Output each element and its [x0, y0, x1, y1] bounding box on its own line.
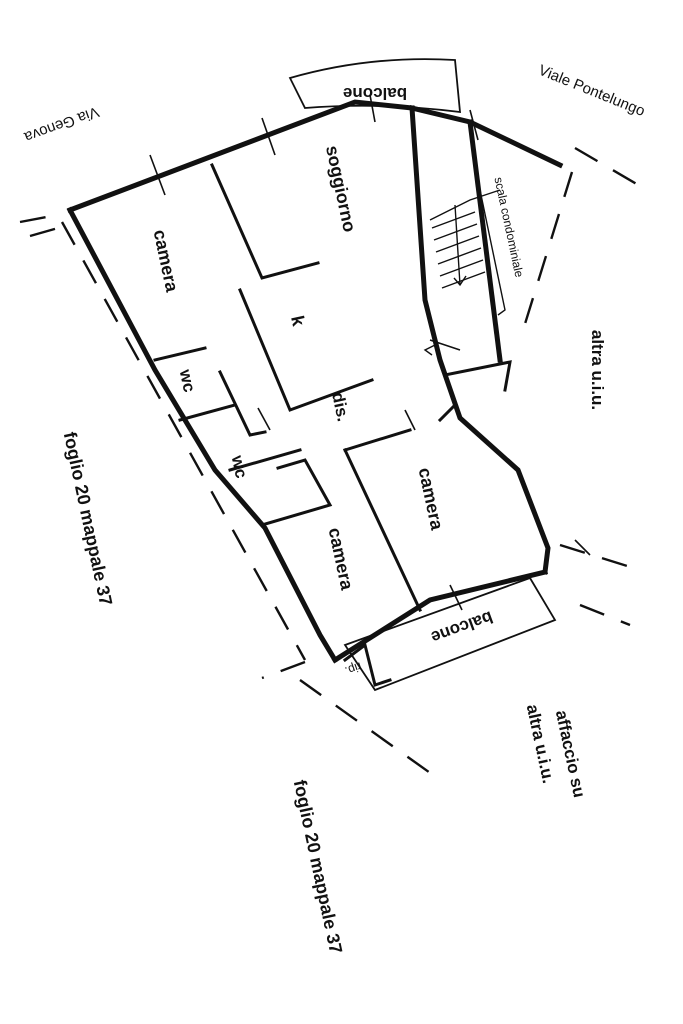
label-k: k — [287, 314, 309, 329]
label-viale-pontelungo: Viale Pontelungo — [536, 62, 647, 120]
property-boundary-lines — [19, 146, 641, 781]
label-camera-middle: camera — [325, 526, 358, 593]
label-affaccio-su: affaccio su — [552, 708, 589, 799]
label-balcone-top: balcone — [343, 84, 407, 103]
openings — [149, 94, 591, 611]
scala-condominiale-steps — [423, 189, 506, 356]
label-dis: dis. — [328, 391, 353, 424]
exterior-walls — [66, 99, 564, 664]
label-scala-condominiale: scala condominiale — [491, 176, 526, 279]
balcone-bottom-outline — [343, 576, 557, 692]
label-camera-top-left: camera — [150, 228, 183, 295]
label-via-genova: Via Genova — [21, 103, 101, 146]
interior-walls — [153, 163, 512, 687]
label-soggiorno: soggiorno — [322, 144, 360, 234]
label-wc-2: wc — [228, 453, 252, 480]
label-balcone-bottom: balcone — [428, 607, 495, 647]
label-wc-1: wc — [176, 367, 200, 394]
label-foglio-left: foglio 20 mappale 37 — [60, 430, 116, 607]
label-altra-uiu-right: altra u.i.u. — [588, 330, 607, 410]
label-rip: rip. — [343, 659, 363, 678]
label-camera-right: camera — [415, 466, 448, 533]
balcone-top-outline — [288, 58, 462, 114]
label-foglio-bottom: foglio 20 mappale 37 — [290, 778, 346, 955]
